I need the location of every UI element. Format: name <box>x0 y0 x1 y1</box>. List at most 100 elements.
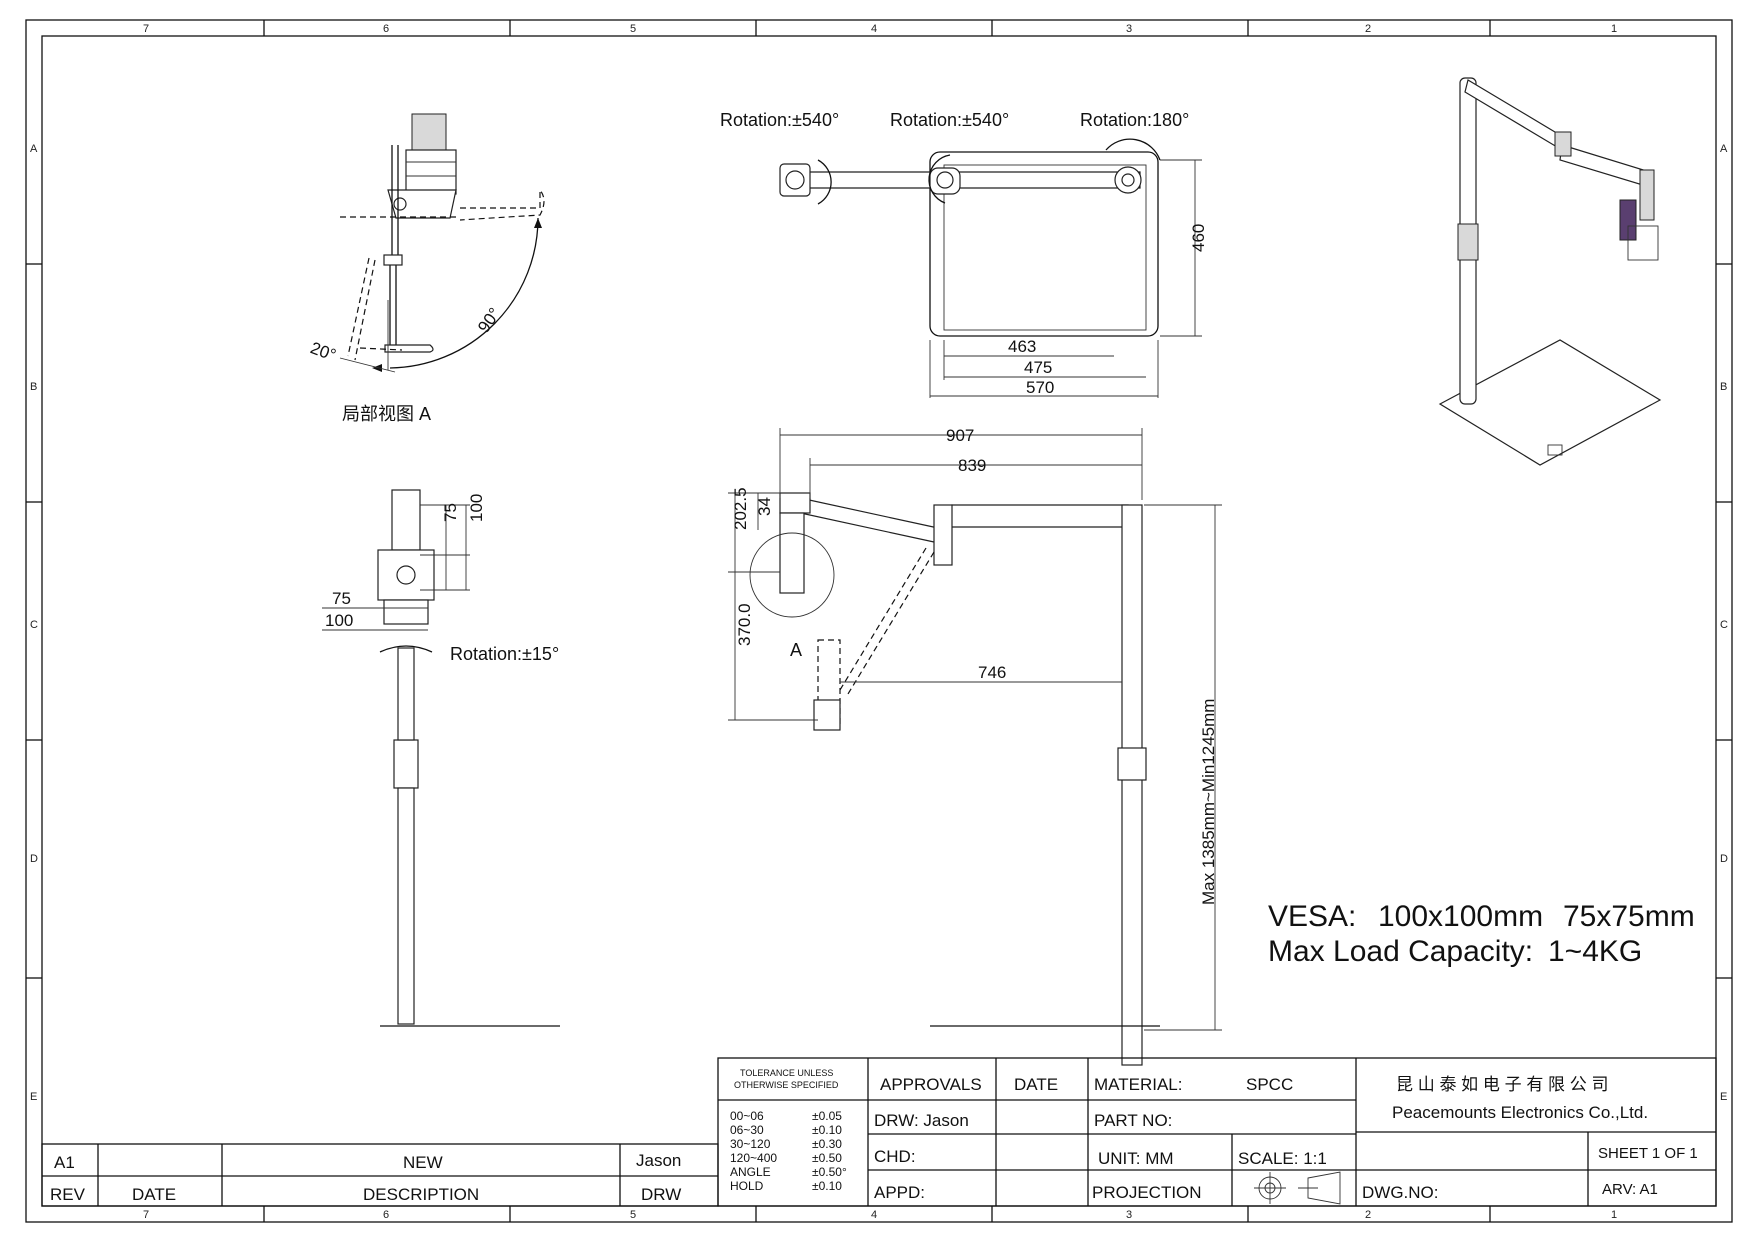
rev-header: REV <box>50 1185 86 1204</box>
zone-ticks <box>26 20 1732 1222</box>
zone-row-b: B <box>30 381 37 393</box>
zone-col-5: 5 <box>630 23 636 35</box>
zone-col-7: 7 <box>143 23 149 35</box>
drw-header: DRW <box>641 1185 681 1204</box>
rev-description-value: NEW <box>403 1153 443 1172</box>
zone-col-2-bottom: 2 <box>1365 1209 1371 1221</box>
front-dim-100-horizontal: 100 <box>325 611 353 630</box>
zone-row-c-right: C <box>1720 619 1728 631</box>
zone-row-a: A <box>30 143 38 155</box>
top-rotation-1: Rotation:±540° <box>720 110 839 130</box>
chd-label: CHD: <box>874 1147 916 1166</box>
zone-col-3: 3 <box>1126 23 1132 35</box>
date-label: DATE <box>1014 1075 1058 1094</box>
detail-angle-90: 90° <box>474 304 504 336</box>
tolerance-range-5: ANGLE <box>730 1165 771 1179</box>
zone-row-b-right: B <box>1720 381 1727 393</box>
zone-col-7-bottom: 7 <box>143 1209 149 1221</box>
projection-symbol-icon <box>1254 1171 1341 1205</box>
zone-labels-top: 7 6 5 4 3 2 1 <box>143 23 1617 35</box>
top-dim-570: 570 <box>1026 378 1054 397</box>
date-header: DATE <box>132 1185 176 1204</box>
zone-col-4: 4 <box>871 23 877 35</box>
appd-label: APPD: <box>874 1183 925 1202</box>
zone-row-c: C <box>30 619 38 631</box>
detail-angle-20: 20° <box>308 338 339 365</box>
zone-col-1-bottom: 1 <box>1611 1209 1617 1221</box>
tolerance-value-6: ±0.10 <box>812 1179 842 1193</box>
side-height-range: Max 1385mm~Min1245mm <box>1199 699 1218 905</box>
projection-label: PROJECTION <box>1092 1183 1202 1202</box>
tolerance-value-3: ±0.30 <box>812 1137 842 1151</box>
zone-labels-side: A B C D E A B C D E <box>30 143 1728 1103</box>
description-header: DESCRIPTION <box>363 1185 479 1204</box>
rev-value: A1 <box>54 1153 75 1172</box>
top-dim-475: 475 <box>1024 358 1052 377</box>
zone-col-6-bottom: 6 <box>383 1209 389 1221</box>
detail-view-title: 局部视图 A <box>342 404 431 424</box>
zone-row-e: E <box>30 1091 37 1103</box>
tolerance-value-2: ±0.10 <box>812 1123 842 1137</box>
dwg-no-label: DWG.NO: <box>1362 1183 1439 1202</box>
tolerance-value-4: ±0.50 <box>812 1151 842 1165</box>
tolerance-value-5: ±0.50° <box>812 1165 847 1179</box>
rev-drw-value: Jason <box>636 1151 681 1170</box>
front-view: 75 100 75 100 Rotation:±15° <box>322 489 560 1027</box>
top-rotation-3: Rotation:180° <box>1080 110 1189 130</box>
material-label: MATERIAL: <box>1094 1075 1182 1094</box>
tolerance-range-2: 06~30 <box>730 1123 764 1137</box>
zone-col-5-bottom: 5 <box>630 1209 636 1221</box>
side-dim-839: 839 <box>958 456 986 475</box>
zone-labels-bottom: 7 6 5 4 3 2 1 <box>143 1209 1617 1221</box>
part-no-label: PART NO: <box>1094 1111 1172 1130</box>
unit-label: UNIT: MM <box>1098 1149 1174 1168</box>
drw-label: DRW: Jason <box>874 1111 969 1130</box>
side-dim-34: 34 <box>755 497 774 516</box>
front-dim-100-vertical: 100 <box>467 494 486 522</box>
arv-label: ARV: A1 <box>1602 1181 1658 1198</box>
side-dim-907: 907 <box>946 426 974 445</box>
tolerance-range-3: 30~120 <box>730 1137 771 1151</box>
zone-row-d: D <box>30 853 38 865</box>
top-rotation-2: Rotation:±540° <box>890 110 1009 130</box>
tolerance-title-1: TOLERANCE UNLESS <box>740 1068 833 1078</box>
load-label: Max Load Capacity: <box>1268 935 1533 968</box>
side-dim-746: 746 <box>978 663 1006 682</box>
front-dim-75-horizontal: 75 <box>332 589 351 608</box>
top-dim-463: 463 <box>1008 337 1036 356</box>
revision-block: A1 NEW Jason REV DATE DESCRIPTION DRW <box>41 1143 719 1207</box>
side-detail-marker: A <box>790 640 802 660</box>
zone-row-a-right: A <box>1720 143 1728 155</box>
top-dim-460: 460 <box>1189 224 1208 252</box>
side-view: 907 839 202.5 34 370.0 746 A Max 1385mm~… <box>728 426 1222 1066</box>
front-rotation: Rotation:±15° <box>450 644 559 664</box>
vesa-value-1: 100x100mm <box>1378 900 1543 933</box>
zone-row-e-right: E <box>1720 1091 1727 1103</box>
sheet-label: SHEET 1 OF 1 <box>1598 1145 1698 1162</box>
tolerance-range-1: 00~06 <box>730 1109 764 1123</box>
zone-col-1: 1 <box>1611 23 1617 35</box>
front-dim-75-vertical: 75 <box>441 503 460 522</box>
specs: VESA: 100x100mm 75x75mm Max Load Capacit… <box>1268 900 1695 968</box>
tolerance-range-6: HOLD <box>730 1179 764 1193</box>
tolerance-range-4: 120~400 <box>730 1151 777 1165</box>
vesa-value-2: 75x75mm <box>1563 900 1695 933</box>
zone-col-4-bottom: 4 <box>871 1209 877 1221</box>
outer-border <box>25 19 1733 1223</box>
zone-row-d-right: D <box>1720 853 1728 865</box>
top-view: 460 463 475 570 Rotation:±540° Rotation:… <box>720 110 1208 398</box>
vesa-label: VESA: <box>1268 900 1356 933</box>
material-value: SPCC <box>1246 1075 1293 1094</box>
title-block: TOLERANCE UNLESS OTHERWISE SPECIFIED 00~… <box>717 1057 1717 1207</box>
scale-label: SCALE: 1:1 <box>1238 1149 1327 1168</box>
zone-col-6: 6 <box>383 23 389 35</box>
detail-view-a: 20° 90° 局部视图 A <box>308 113 545 424</box>
company-name-en: Peacemounts Electronics Co.,Ltd. <box>1392 1103 1648 1122</box>
isometric-view <box>1438 77 1662 466</box>
side-dim-370: 370.0 <box>735 603 754 646</box>
company-name-cn: 昆 山 泰 如 电 子 有 限 公 司 <box>1396 1075 1609 1094</box>
approvals-label: APPROVALS <box>880 1075 982 1094</box>
load-value: 1~4KG <box>1548 935 1642 968</box>
tolerance-title-2: OTHERWISE SPECIFIED <box>734 1080 839 1090</box>
zone-col-2: 2 <box>1365 23 1371 35</box>
